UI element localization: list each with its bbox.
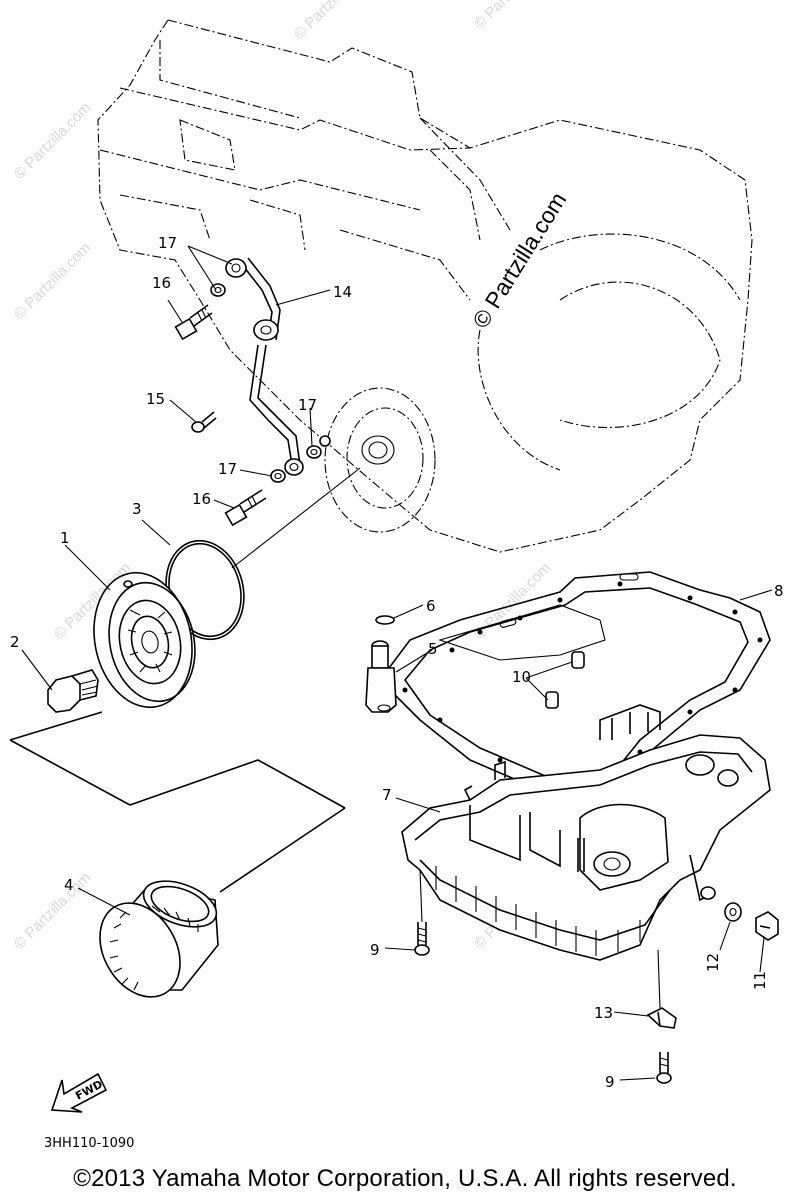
- diagram-code: 3HH110-1090: [44, 1136, 134, 1151]
- callout-9-right: 9: [605, 1073, 615, 1091]
- gasket-12: [724, 902, 742, 922]
- watermark-faint: © Partzilla.com: [11, 99, 94, 182]
- engine-outline: [97, 19, 753, 553]
- leader-lines: [21, 245, 773, 1081]
- union-nipple-2: [47, 669, 99, 713]
- oil-delivery-pipe: [174, 257, 331, 527]
- screw-15: [191, 411, 217, 433]
- callout-6: 6: [426, 597, 436, 615]
- assembly-line: [657, 949, 661, 1009]
- union-bolt-upper: [174, 304, 213, 341]
- watermark-faint: © Partzilla.com: [291, 0, 374, 43]
- oil-pan-7: [401, 704, 771, 961]
- dowel-pins-10: [545, 651, 585, 709]
- callout-17-upper: 17: [158, 234, 177, 252]
- callout-7: 7: [382, 786, 392, 804]
- callout-12: 12: [704, 953, 722, 972]
- cable-guide-13: [646, 1007, 677, 1029]
- callout-box-line: [9, 711, 103, 741]
- callout-15: 15: [146, 390, 165, 408]
- callout-4: 4: [64, 876, 74, 894]
- callout-17-right: 17: [298, 396, 317, 414]
- banjo-bolt-eye-lower: [284, 458, 304, 476]
- callout-2: 2: [10, 633, 20, 651]
- watermark-faint: © Partzilla.com: [11, 239, 94, 322]
- banjo-bolt-eye-mid: [253, 319, 279, 341]
- watermark-faint: © Partzilla.com: [471, 0, 554, 33]
- callout-17-lower: 17: [218, 460, 237, 478]
- callout-box-line: [9, 739, 346, 809]
- callout-8: 8: [774, 582, 784, 600]
- bolt-9-left: [414, 922, 430, 956]
- copyright-notice: ©2013 Yamaha Motor Corporation, U.S.A. A…: [73, 1165, 737, 1192]
- assembly-line: [419, 869, 423, 923]
- assembly-line: [231, 467, 361, 569]
- callout-10: 10: [512, 668, 531, 686]
- callout-16-lower: 16: [192, 490, 211, 508]
- callout-11: 11: [751, 971, 769, 990]
- watermark-main: © Partzilla.com: [467, 187, 571, 332]
- callout-3: 3: [132, 500, 142, 518]
- callout-16-upper: 16: [152, 274, 171, 292]
- union-bolt-lower: [224, 489, 267, 527]
- callout-14: 14: [333, 283, 352, 301]
- oil-filter-4: [99, 880, 219, 998]
- gasket-17-right: [306, 445, 322, 459]
- banjo-bolt-eye-upper: [225, 258, 247, 278]
- callout-1: 1: [60, 529, 70, 547]
- callout-box-line: [219, 807, 346, 893]
- oil-strainer-5: [365, 640, 397, 713]
- callout-5: 5: [428, 640, 438, 658]
- drain-bolt-11: [755, 911, 779, 941]
- watermark-faint: © Partzilla.com: [11, 869, 94, 952]
- callout-13: 13: [594, 1004, 613, 1022]
- forward-arrow-icon: FWD: [50, 1072, 108, 1113]
- callouts: 1 2 3 4 5 6 7 8 9 9 10 11 12 13 14 15 16…: [10, 234, 784, 1091]
- watermark-faint: © Partzilla.com: [471, 559, 554, 642]
- bolt-9-right: [656, 1052, 672, 1084]
- oil-cooler-1: [93, 571, 196, 709]
- o-ring-6: [375, 615, 395, 625]
- gasket-17-left: [270, 469, 286, 483]
- callout-9-left: 9: [370, 941, 380, 959]
